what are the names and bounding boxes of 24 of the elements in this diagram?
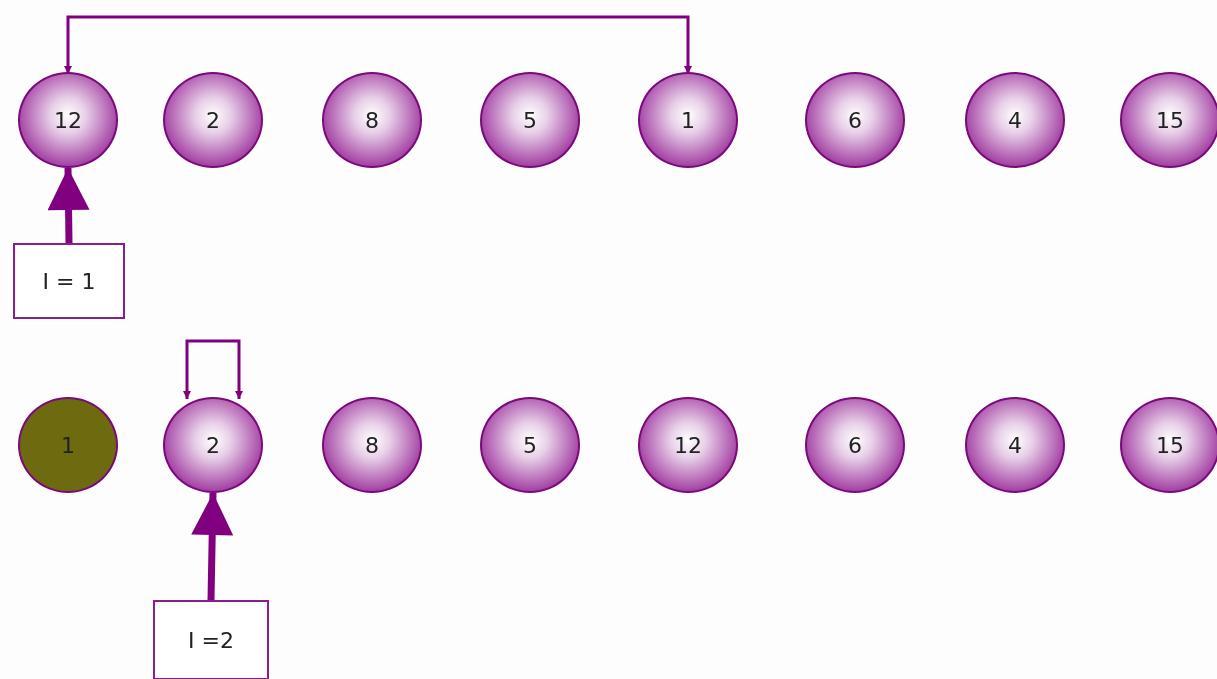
element-value: 2: [206, 432, 220, 458]
element-value: 4: [1008, 432, 1022, 458]
index-label: I = 1: [42, 268, 96, 294]
element-value: 12: [674, 432, 702, 458]
pointer-arrow: [191, 492, 234, 601]
element-value: 4: [1008, 107, 1022, 133]
element-value: 1: [681, 107, 695, 133]
element-value: 6: [848, 432, 862, 458]
index-label-box: [13, 243, 125, 319]
pointer-arrow: [47, 167, 90, 244]
element-value: 1: [61, 432, 75, 458]
index-label-box: [153, 600, 269, 679]
element-value: 15: [1156, 432, 1184, 458]
swap-arrow: [64, 15, 692, 74]
element-value: 5: [523, 107, 537, 133]
element-value: 8: [365, 107, 379, 133]
element-value: 12: [54, 107, 82, 133]
element-value: 8: [365, 432, 379, 458]
element-value: 2: [206, 107, 220, 133]
element-value: 5: [523, 432, 537, 458]
element-value: 15: [1156, 107, 1184, 133]
index-label: I =2: [188, 627, 234, 653]
element-value: 6: [848, 107, 862, 133]
loop-arrow: [183, 339, 243, 399]
